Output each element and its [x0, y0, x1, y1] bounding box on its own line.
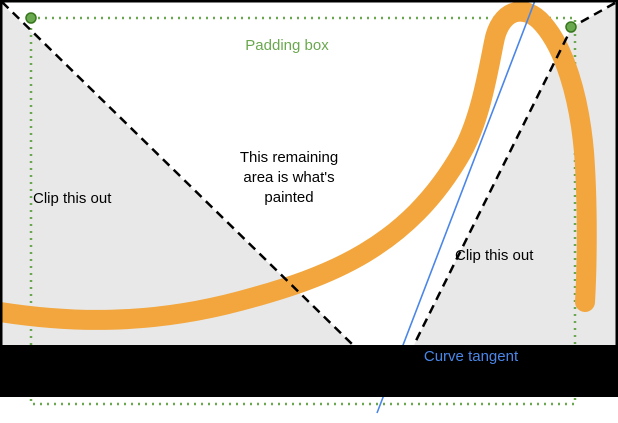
padding-box-outline [29, 16, 577, 406]
tangent-line [376, 0, 537, 414]
corner-dot-right-icon [565, 21, 577, 33]
clip-right-label: Clip this out [455, 247, 534, 264]
clip-dashed-line-left [1, 1, 354, 346]
remaining-area-label: This remaining area is what's painted [239, 149, 339, 206]
padding-box-label: Padding box [245, 37, 329, 54]
corner-dot-left-icon [25, 12, 37, 24]
curve-tangent-label: Curve tangent [423, 348, 519, 365]
curve-band [0, 1, 597, 330]
clip-left-label: Clip this out [33, 190, 112, 207]
border-bottom-band [0, 345, 618, 397]
outer-border [0, 0, 618, 397]
